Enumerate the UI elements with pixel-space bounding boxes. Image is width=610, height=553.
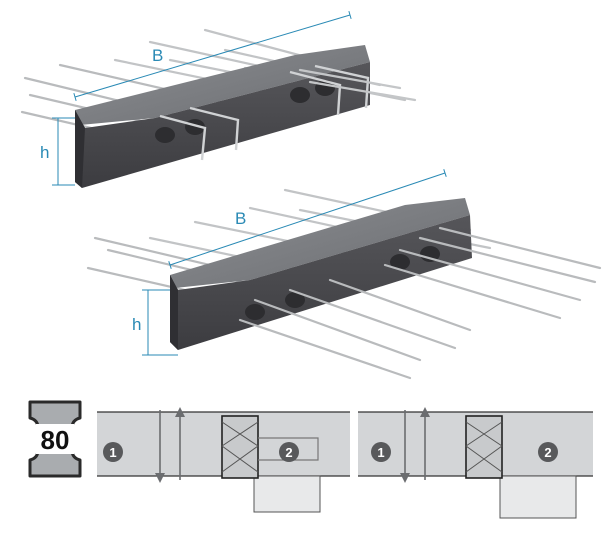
block-side-face-bottom (170, 275, 178, 350)
svg-text:2: 2 (544, 445, 551, 460)
zone-2-marker-left: 2 (279, 442, 299, 462)
zone-1-marker-left: 1 (103, 442, 123, 462)
svg-text:1: 1 (377, 445, 384, 460)
block-side-face (75, 110, 85, 188)
detail-right: 1 2 (358, 407, 593, 519)
svg-text:2: 2 (285, 445, 292, 460)
type-badge: 80 (28, 400, 82, 478)
dimension-label-B-top: B (152, 46, 163, 65)
module-top: B h (20, 11, 417, 188)
module-bottom: B h (86, 169, 602, 380)
rebars-protruding-bottom (238, 226, 602, 380)
dimension-label-B-bottom: B (235, 209, 246, 228)
zone-2-marker-right: 2 (538, 442, 558, 462)
dimension-line-B-bottom (168, 169, 447, 269)
dimension-label-h-bottom: h (132, 315, 141, 334)
dimension-line-B-top (73, 11, 352, 101)
zone-1-marker-right: 1 (371, 442, 391, 462)
dimension-label-h-top: h (40, 143, 49, 162)
detail-left: 1 2 (97, 407, 350, 513)
svg-text:1: 1 (109, 445, 116, 460)
badge-value: 80 (41, 425, 70, 455)
